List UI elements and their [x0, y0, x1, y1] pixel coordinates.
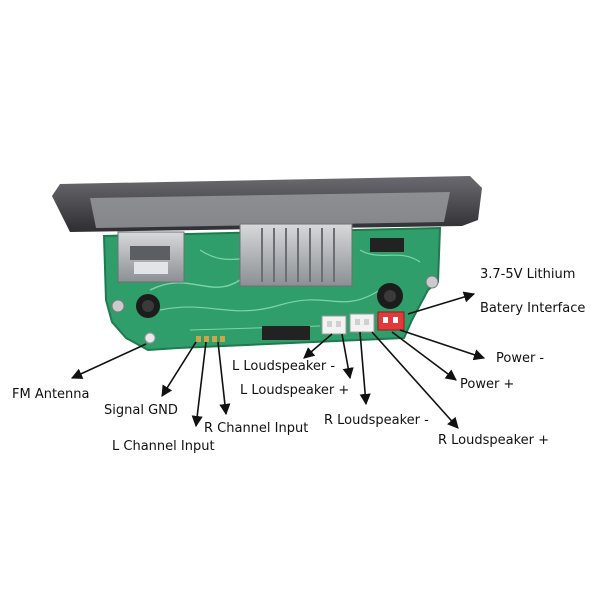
callout-arrows [70, 291, 486, 429]
r-channel-input-label: R Channel Input [204, 421, 308, 436]
front-panel [52, 176, 482, 232]
antenna-pad [144, 332, 156, 344]
l-speaker-plus-label: L Loudspeaker + [240, 383, 349, 398]
ic-chip-small [370, 238, 404, 252]
l-channel-input-label: L Channel Input [112, 439, 215, 454]
card-slot [239, 223, 353, 287]
l-speaker-minus-label: L Loudspeaker - [232, 359, 335, 374]
input-pin-header [196, 336, 225, 342]
r-speaker-plus-label: R Loudspeaker + [438, 433, 549, 448]
ic-chip [262, 326, 310, 340]
battery-label-line1: 3.7-5V Lithium [480, 267, 575, 282]
capacitor-left [136, 294, 160, 318]
power-plus-label: Power + [460, 377, 514, 392]
fm-antenna-label: FM Antenna [12, 387, 90, 402]
power-connector [377, 311, 405, 331]
r-speaker-minus-label: R Loudspeaker - [324, 413, 429, 428]
capacitor-right [377, 283, 403, 309]
speaker-connector-right [349, 313, 375, 333]
signal-gnd-label: Signal GND [104, 403, 178, 418]
mounting-screws [111, 275, 439, 313]
usb-port [117, 231, 185, 283]
speaker-connector-left [321, 315, 347, 335]
power-minus-label: Power - [496, 351, 544, 366]
battery-label-line2: Batery Interface [480, 301, 585, 316]
